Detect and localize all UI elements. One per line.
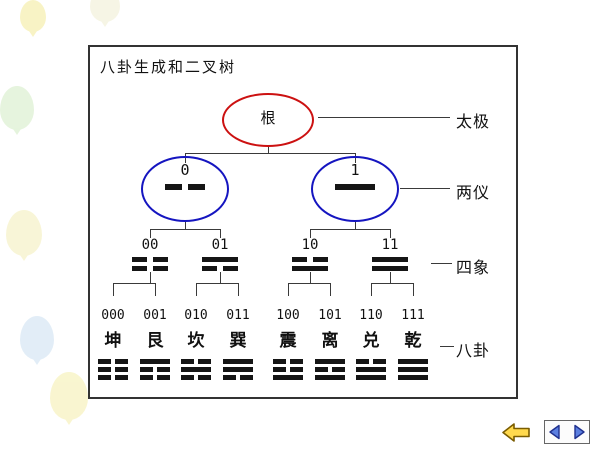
label-leader-line bbox=[400, 188, 450, 189]
tree-connector bbox=[113, 283, 156, 296]
tree-connector bbox=[268, 146, 269, 153]
tree-connector bbox=[310, 272, 311, 283]
balloon-decoration bbox=[20, 0, 46, 32]
taiji-highlight-ellipse bbox=[222, 93, 314, 147]
prev-slide-icon bbox=[549, 424, 560, 440]
liangyi-highlight-ellipse bbox=[311, 156, 399, 222]
trigram-name: 乾 bbox=[404, 331, 422, 350]
trigram-name: 兑 bbox=[362, 331, 380, 350]
prev-slide-button[interactable] bbox=[546, 422, 566, 442]
trigram-symbol bbox=[398, 359, 428, 380]
tree-connector bbox=[310, 229, 391, 238]
tree-connector bbox=[150, 229, 221, 238]
digram-symbol bbox=[292, 257, 328, 271]
back-arrow-icon bbox=[502, 423, 530, 442]
label-leader-line bbox=[318, 117, 450, 118]
tree-node-root: 根 bbox=[260, 110, 276, 127]
trigram-name: 艮 bbox=[146, 331, 164, 350]
tree-node-code: 001 bbox=[143, 308, 167, 323]
next-slide-icon bbox=[574, 424, 585, 440]
side-label-liangyi: 两仪 bbox=[456, 185, 491, 202]
balloon-decoration bbox=[0, 86, 34, 130]
trigram-symbol bbox=[223, 359, 253, 380]
tree-connector bbox=[288, 283, 331, 296]
balloon-decoration bbox=[6, 210, 42, 256]
tree-node-code: 10 bbox=[301, 237, 319, 253]
trigram-symbol bbox=[140, 359, 170, 380]
tree-node-code: 01 bbox=[211, 237, 229, 253]
trigram-symbol bbox=[98, 359, 128, 380]
side-label-bagua: 八卦 bbox=[456, 343, 491, 360]
tree-connector bbox=[220, 272, 221, 283]
side-label-sixiang: 四象 bbox=[456, 260, 491, 277]
trigram-symbol bbox=[356, 359, 386, 380]
trigram-symbol bbox=[273, 359, 303, 380]
next-slide-button[interactable] bbox=[568, 422, 588, 442]
trigram-name: 震 bbox=[279, 331, 297, 350]
tree-node-code: 1 bbox=[350, 161, 360, 179]
tree-node-code: 111 bbox=[401, 308, 425, 323]
trigram-symbol bbox=[315, 359, 345, 380]
balloon-decoration bbox=[50, 372, 88, 420]
tree-connector bbox=[150, 272, 151, 283]
back-button[interactable] bbox=[501, 422, 531, 443]
yang-line-symbol bbox=[335, 184, 375, 190]
trigram-name: 坎 bbox=[187, 331, 205, 350]
digram-symbol bbox=[372, 257, 408, 271]
tree-node-code: 010 bbox=[184, 308, 208, 323]
tree-node-code: 101 bbox=[318, 308, 342, 323]
digram-symbol bbox=[132, 257, 168, 271]
digram-symbol bbox=[202, 257, 238, 271]
yin-line-symbol bbox=[165, 184, 205, 190]
trigram-name: 坤 bbox=[104, 331, 122, 350]
tree-node-code: 110 bbox=[359, 308, 383, 323]
tree-node-code: 011 bbox=[226, 308, 250, 323]
slide-title: 八卦生成和二叉树 bbox=[100, 59, 237, 76]
trigram-name: 巽 bbox=[229, 331, 247, 350]
tree-connector bbox=[355, 222, 356, 229]
tree-node-code: 0 bbox=[180, 161, 190, 179]
tree-node-code: 00 bbox=[141, 237, 159, 253]
tree-node-code: 11 bbox=[381, 237, 399, 253]
tree-node-code: 000 bbox=[101, 308, 125, 323]
slide-nav-box bbox=[544, 420, 590, 444]
tree-connector bbox=[185, 222, 186, 229]
trigram-symbol bbox=[181, 359, 211, 380]
balloon-decoration bbox=[20, 316, 54, 360]
liangyi-highlight-ellipse bbox=[141, 156, 229, 222]
label-leader-line bbox=[431, 263, 452, 264]
side-label-taiji: 太极 bbox=[456, 114, 491, 131]
tree-connector bbox=[390, 272, 391, 283]
label-leader-line bbox=[440, 346, 454, 347]
tree-connector bbox=[196, 283, 239, 296]
trigram-name: 离 bbox=[321, 331, 339, 350]
tree-connector bbox=[371, 283, 414, 296]
tree-node-code: 100 bbox=[276, 308, 300, 323]
balloon-decoration bbox=[90, 0, 120, 22]
